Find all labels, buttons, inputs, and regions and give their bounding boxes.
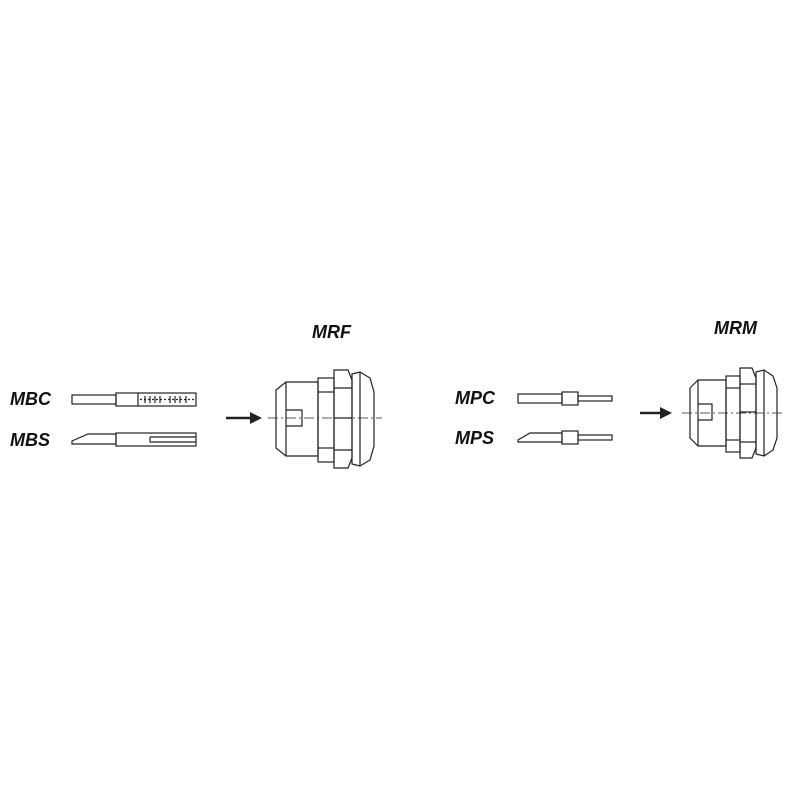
mrf-receptacle-drawing (268, 369, 382, 469)
mps-contact-drawing (517, 430, 613, 445)
mrm-label: MRM (714, 318, 757, 338)
mpc-label: MPC (455, 388, 495, 408)
mrf-label: MRF (312, 322, 351, 342)
mpc-contact-drawing (517, 391, 613, 406)
mbs-label: MBS (10, 430, 50, 450)
mbc-label: MBC (10, 389, 51, 409)
mrm-receptacle-drawing (682, 367, 784, 459)
arrow-2 (640, 407, 672, 419)
arrow-1 (226, 412, 262, 424)
mps-label: MPS (455, 428, 495, 448)
mbc-contact-drawing (71, 392, 197, 407)
mbs-contact-drawing (71, 432, 197, 447)
